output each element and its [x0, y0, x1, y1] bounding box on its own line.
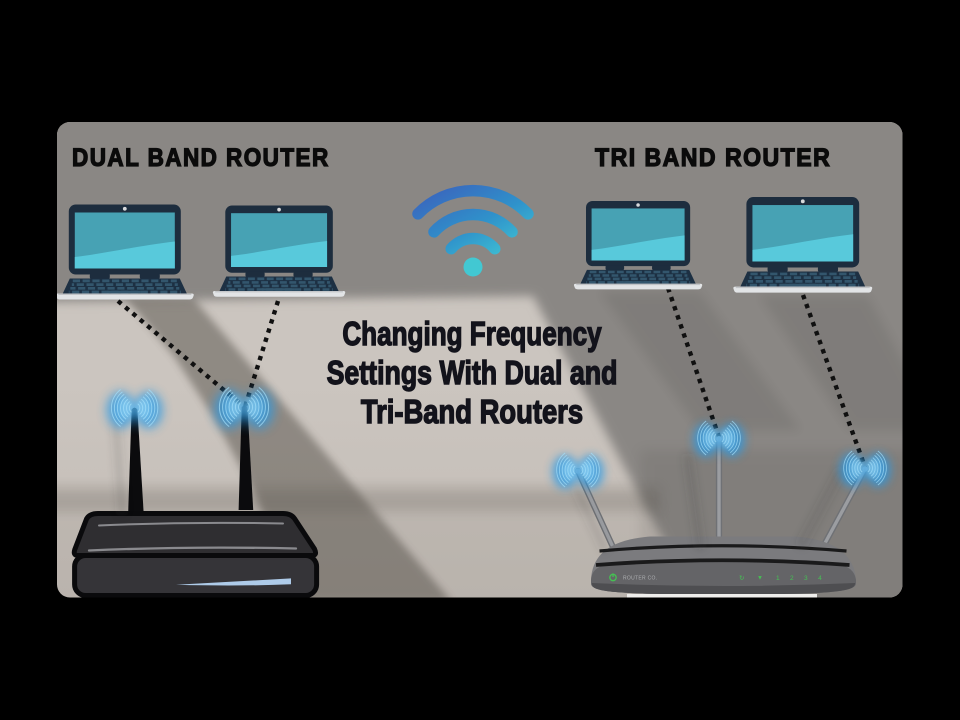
svg-text:↻: ↻: [739, 575, 745, 582]
svg-text:ROUTER CO.: ROUTER CO.: [623, 575, 657, 581]
svg-text:1 2 3 4: 1 2 3 4: [776, 575, 826, 582]
svg-text:▼: ▼: [757, 576, 763, 582]
